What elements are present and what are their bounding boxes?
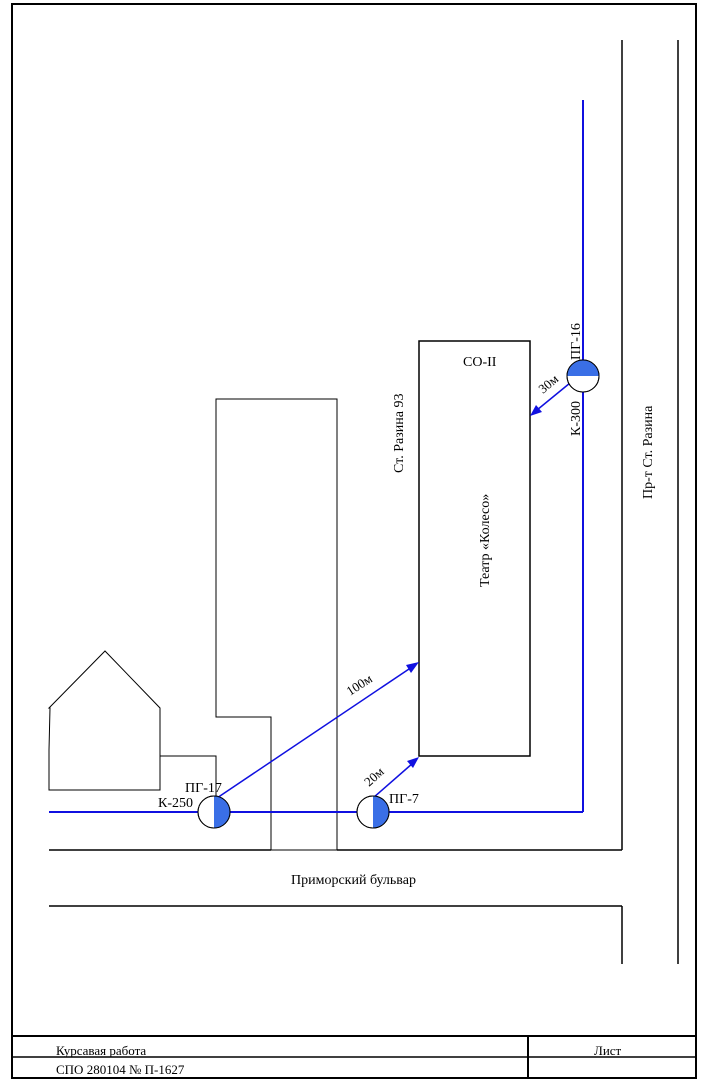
hydrant-pg16-label: ПГ-16	[569, 323, 584, 360]
hydrant-pg7-label: ПГ-7	[389, 792, 419, 807]
hose-route-20m	[372, 757, 419, 799]
hydrant-pg17-icon	[197, 795, 231, 829]
street-address-label: Ст. Разина 93	[392, 394, 407, 473]
sheet-frame	[11, 3, 697, 1079]
hose-route-100m	[213, 662, 419, 801]
title-block-sheet: Лист	[594, 1043, 622, 1058]
hydrant-pg17-label: ПГ-17	[185, 781, 222, 796]
boulevard-label: Приморский бульвар	[291, 873, 416, 888]
distance-20m-label: 20м	[361, 764, 387, 789]
hydrant-pg7-icon	[356, 795, 390, 829]
building-house	[47, 650, 161, 791]
building-annex	[160, 755, 217, 800]
theater-label: Театр «Колесо»	[478, 494, 493, 587]
theater-building	[418, 340, 531, 757]
title-block-work: Курсавая работа	[56, 1043, 146, 1058]
pipe-k300-label: К-300	[569, 401, 584, 436]
station-label: СО-II	[463, 355, 497, 370]
hydrant-pg16-icon	[566, 359, 600, 393]
title-block-code: СПО 280104 № П-1627	[56, 1062, 185, 1077]
avenue-label: Пр-т Ст. Разина	[641, 405, 656, 499]
building-middle	[215, 398, 338, 851]
pipe-k250-label: К-250	[158, 796, 193, 811]
hose-route-30m	[530, 382, 571, 416]
